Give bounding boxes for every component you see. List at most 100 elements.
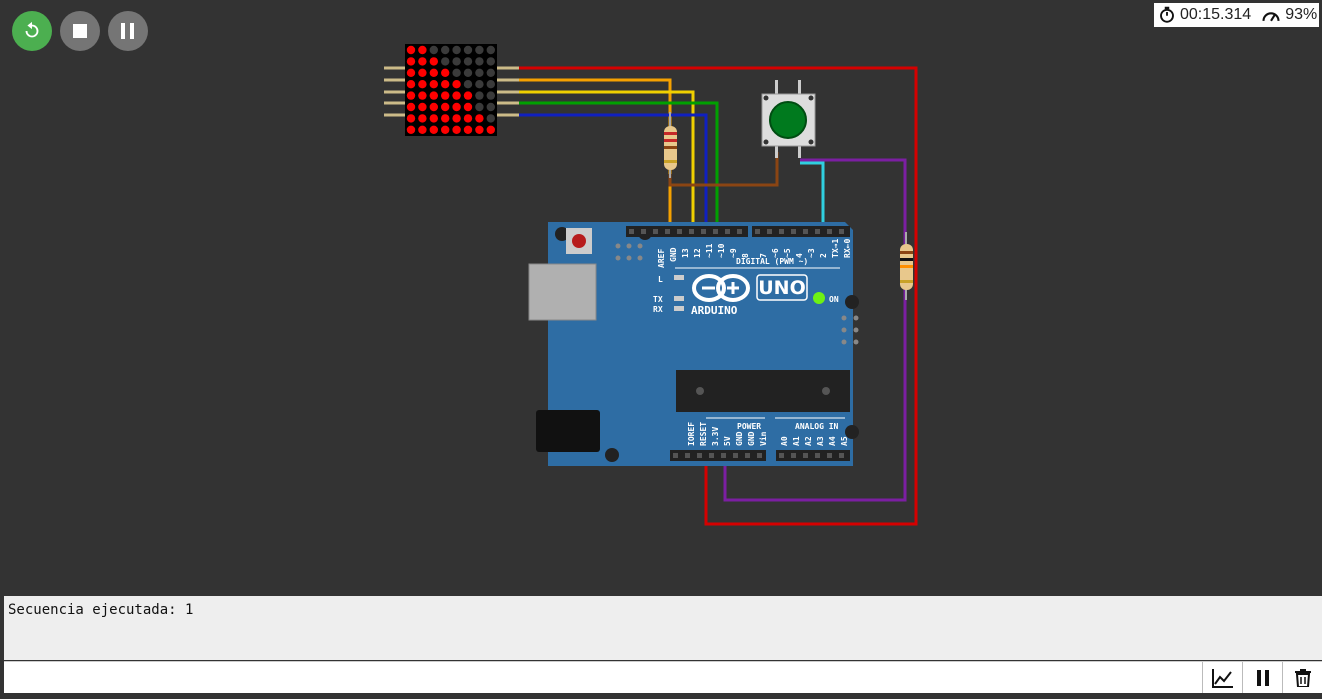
header-hole[interactable] xyxy=(791,229,796,234)
led-rx xyxy=(674,306,684,311)
header-hole[interactable] xyxy=(629,229,634,234)
tx-label: TX xyxy=(653,295,663,304)
header-hole[interactable] xyxy=(697,453,702,458)
header-hole[interactable] xyxy=(677,229,682,234)
matrix-led xyxy=(406,91,416,100)
on-label: ON xyxy=(829,295,839,304)
header-hole[interactable] xyxy=(701,229,706,234)
pin-label-analog: A0 xyxy=(780,436,789,446)
header-hole[interactable] xyxy=(779,453,784,458)
pin-label-digital: 8 xyxy=(741,253,750,258)
header-hole[interactable] xyxy=(827,229,832,234)
matrix-led xyxy=(486,125,495,134)
digital-header-left xyxy=(626,226,748,237)
push-button[interactable] xyxy=(761,80,816,158)
bottom-border xyxy=(0,693,1322,699)
matrix-led xyxy=(429,114,438,123)
wire-cyan[interactable] xyxy=(800,161,825,232)
resistor-2[interactable] xyxy=(900,232,913,300)
header-hole[interactable] xyxy=(673,453,678,458)
led-l xyxy=(674,275,684,280)
header-hole[interactable] xyxy=(653,229,658,234)
header-hole[interactable] xyxy=(721,453,726,458)
matrix-led xyxy=(429,57,438,66)
power-header xyxy=(670,450,766,461)
wire-purple[interactable] xyxy=(723,158,907,502)
pin-label-digital: RX←0 xyxy=(843,239,852,258)
pin-label-power: GND xyxy=(735,431,744,446)
plotter-button[interactable] xyxy=(1202,662,1243,693)
header-hole[interactable] xyxy=(815,229,820,234)
header-hole[interactable] xyxy=(827,453,832,458)
matrix-led xyxy=(463,45,473,55)
header-hole[interactable] xyxy=(713,229,718,234)
analog-header xyxy=(776,450,850,461)
matrix-pins xyxy=(384,66,519,117)
header-hole[interactable] xyxy=(803,229,808,234)
header-hole[interactable] xyxy=(685,453,690,458)
matrix-led xyxy=(441,45,450,55)
arduino-uno-board[interactable]: UNO ARDUINO ON L TX RX DIGITAL (PWM ~) P… xyxy=(528,222,859,466)
restart-icon xyxy=(25,21,39,38)
header-hole[interactable] xyxy=(779,229,784,234)
header-hole[interactable] xyxy=(803,453,808,458)
resistor-1[interactable] xyxy=(664,112,677,178)
wire-blue[interactable] xyxy=(497,113,708,232)
clear-button[interactable] xyxy=(1282,662,1322,693)
l-label: L xyxy=(658,275,663,284)
stop-button[interactable] xyxy=(60,11,100,51)
header-hole[interactable] xyxy=(815,453,820,458)
speedometer-icon xyxy=(1262,12,1280,22)
header-holes xyxy=(629,229,844,458)
matrix-led xyxy=(475,91,484,100)
restart-button[interactable] xyxy=(12,11,52,51)
matrix-led xyxy=(429,91,438,100)
serial-pause-button[interactable] xyxy=(1242,662,1283,693)
matrix-led xyxy=(452,91,461,100)
header-hole[interactable] xyxy=(709,453,714,458)
led-matrix[interactable] xyxy=(405,44,497,136)
wire-yellow[interactable] xyxy=(497,90,695,232)
matrix-led xyxy=(463,57,473,66)
simulation-speed: 93% xyxy=(1285,6,1318,23)
serial-input[interactable] xyxy=(6,663,1202,693)
serial-input-bar xyxy=(4,661,1322,694)
header-hole[interactable] xyxy=(689,229,694,234)
header-hole[interactable] xyxy=(767,229,772,234)
header-hole[interactable] xyxy=(725,229,730,234)
header-hole[interactable] xyxy=(757,453,762,458)
pin-label-digital: 4 xyxy=(795,253,804,258)
simulation-canvas: UNO ARDUINO ON L TX RX DIGITAL (PWM ~) P… xyxy=(12,3,1319,526)
matrix-led xyxy=(441,57,450,66)
matrix-led xyxy=(452,102,461,112)
pause-button[interactable] xyxy=(108,11,148,51)
header-hole[interactable] xyxy=(665,229,670,234)
matrix-led xyxy=(475,80,484,89)
header-hole[interactable] xyxy=(745,453,750,458)
header-hole[interactable] xyxy=(755,229,760,234)
circuit-diagram: UNO ARDUINO ON L TX RX DIGITAL (PWM ~) P… xyxy=(384,44,918,526)
header-hole[interactable] xyxy=(737,229,742,234)
wire-green[interactable] xyxy=(497,101,719,232)
trash-icon xyxy=(1295,668,1311,687)
uno-label: UNO xyxy=(758,277,805,299)
pin-label-analog: A4 xyxy=(828,436,837,446)
matrix-led xyxy=(486,57,495,66)
pin-label-analog: A5 xyxy=(840,436,849,446)
pin-label-power: 3.3V xyxy=(711,427,720,446)
matrix-led xyxy=(418,114,427,123)
matrix-led xyxy=(418,91,427,100)
matrix-led xyxy=(463,114,473,123)
pause-icon xyxy=(1257,669,1269,686)
power-jack xyxy=(536,410,600,452)
header-hole[interactable] xyxy=(791,453,796,458)
usb-port xyxy=(528,263,597,321)
matrix-led xyxy=(475,45,484,55)
elapsed-time: 00:15.314 xyxy=(1180,6,1252,23)
header-hole[interactable] xyxy=(839,453,844,458)
header-hole[interactable] xyxy=(839,229,844,234)
matrix-led xyxy=(463,125,473,134)
header-hole[interactable] xyxy=(733,453,738,458)
wire-brown[interactable] xyxy=(668,152,779,187)
header-hole[interactable] xyxy=(641,229,646,234)
